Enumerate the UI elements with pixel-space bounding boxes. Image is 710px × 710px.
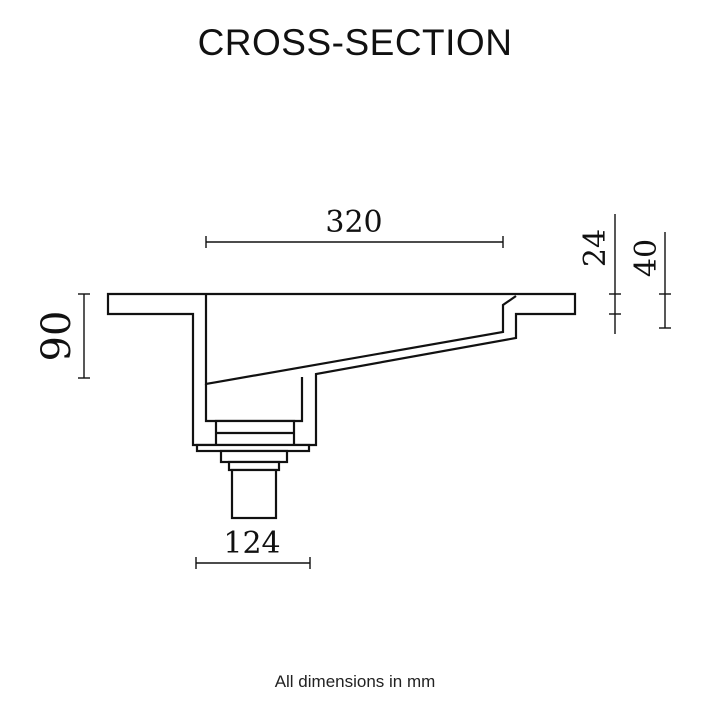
drain-collar: [227, 460, 281, 472]
drain-nut: [219, 449, 289, 464]
dimension-label-depth: 90: [34, 311, 80, 362]
dimension-label-rim-thickness: 24: [578, 229, 613, 267]
units-note: All dimensions in mm: [274, 672, 436, 691]
dimension-drain-width: 124: [195, 526, 311, 569]
dimension-label-width-top: 320: [325, 205, 382, 240]
dimension-width-top: 320: [205, 205, 504, 248]
dimension-rim-thickness: 24: [578, 214, 621, 334]
drain-chamber: [204, 377, 304, 423]
drain-pipe: [230, 468, 278, 520]
dimension-rim-step: 40: [629, 232, 671, 329]
diagram-title: CROSS-SECTION: [197, 22, 513, 63]
dimension-label-rim-step: 40: [629, 239, 664, 277]
dimension-depth: 90: [34, 293, 90, 379]
basin-inner-bowl: [204, 294, 517, 386]
dimension-label-drain-width: 124: [223, 526, 280, 561]
basin-outline: [106, 292, 577, 447]
